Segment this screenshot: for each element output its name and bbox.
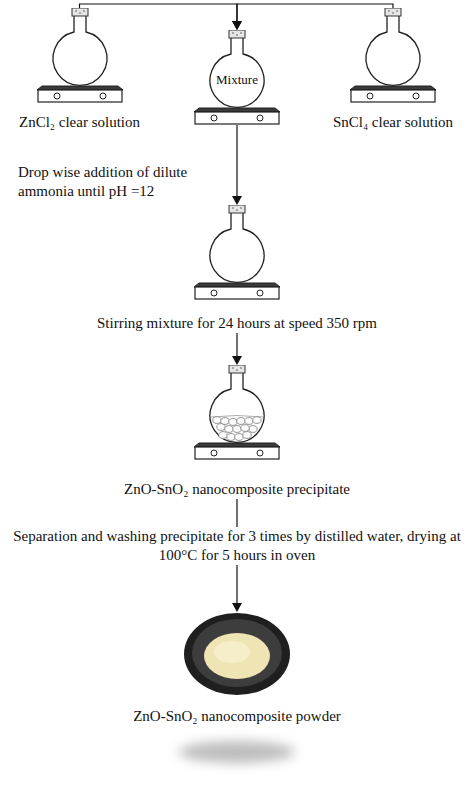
flask-node: ZnO-SnO₂ nanocomposite precipitate xyxy=(83,365,391,499)
flask-on-hotplate xyxy=(187,365,287,460)
flow-arrow xyxy=(232,333,242,365)
flask-node: ZnCl₂ clear solution xyxy=(3,8,156,132)
arrow-head xyxy=(232,356,242,365)
step-caption: SnCl₄ clear solution xyxy=(315,113,471,132)
arrow-head xyxy=(232,603,242,612)
flow-arrow xyxy=(232,4,393,30)
step-caption: ZnCl₂ clear solution xyxy=(3,113,156,132)
edge-label: Separation and washing precipitate for 3… xyxy=(10,527,464,565)
shadow xyxy=(179,741,295,763)
flask-on-hotplate xyxy=(30,8,130,103)
arrow-line xyxy=(237,4,393,22)
step-caption: Stirring mixture for 24 hours at speed 3… xyxy=(33,314,441,333)
edge-label: Drop wise addition of dilute ammonia unt… xyxy=(18,163,223,201)
product-node: ZnO-SnO₂ nanocomposite powder xyxy=(83,612,391,726)
step-caption: ZnO-SnO₂ nanocomposite precipitate xyxy=(83,480,391,499)
powder-dish xyxy=(182,612,292,697)
arrow-line xyxy=(236,333,237,357)
flask-on-hotplate xyxy=(187,205,287,300)
arrow-head xyxy=(232,21,242,30)
arrow-line xyxy=(236,125,237,197)
arrow-head xyxy=(232,196,242,205)
flask-node: Mixture xyxy=(187,30,287,125)
flask-node: SnCl₄ clear solution xyxy=(315,8,471,132)
flask-on-hotplate xyxy=(343,8,443,103)
flow-arrow xyxy=(232,125,242,205)
arrow-head xyxy=(232,21,242,30)
arrow-line xyxy=(80,4,238,22)
flask-label: Mixture xyxy=(187,72,287,88)
flow-arrow xyxy=(80,4,243,30)
flask-node: Stirring mixture for 24 hours at speed 3… xyxy=(33,205,441,333)
step-caption: ZnO-SnO₂ nanocomposite powder xyxy=(83,707,391,726)
